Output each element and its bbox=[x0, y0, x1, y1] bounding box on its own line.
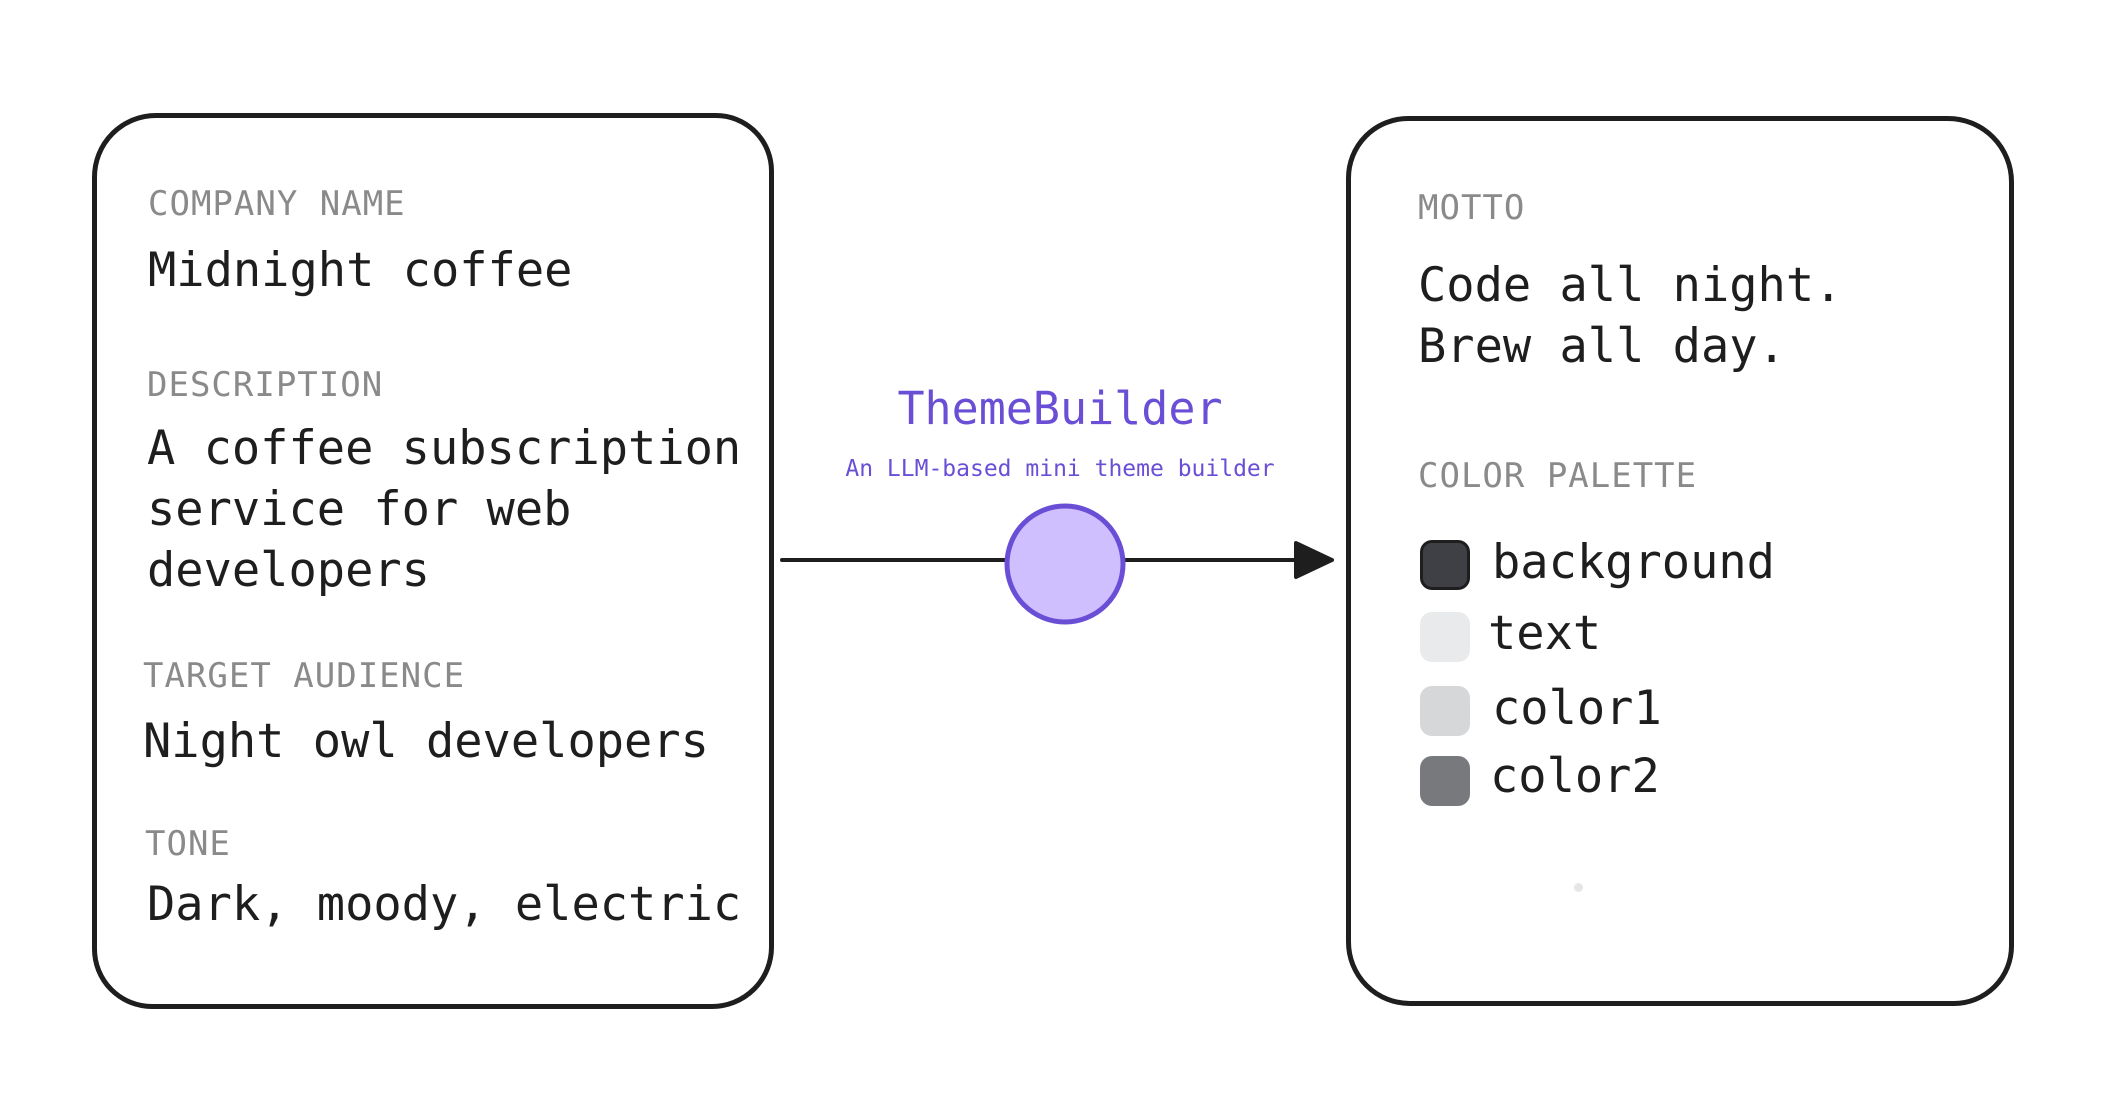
background-color-swatch bbox=[1420, 540, 1470, 590]
color1-swatch bbox=[1420, 686, 1470, 736]
tone-value: Dark, moody, electric bbox=[147, 877, 742, 932]
color-palette-label: COLOR PALETTE bbox=[1418, 456, 1698, 496]
company-name-value: Midnight coffee bbox=[148, 243, 573, 298]
color2-label: color2 bbox=[1490, 749, 1660, 804]
processor-title: ThemeBuilder bbox=[897, 382, 1223, 435]
description-label: DESCRIPTION bbox=[147, 365, 384, 405]
target-audience-label: TARGET AUDIENCE bbox=[143, 656, 466, 696]
text-color-swatch bbox=[1420, 612, 1470, 662]
input-card bbox=[92, 113, 774, 1009]
company-name-label: COMPANY NAME bbox=[148, 184, 406, 224]
text-color-label: text bbox=[1488, 606, 1602, 661]
tone-label: TONE bbox=[145, 824, 231, 864]
arrowhead-icon bbox=[1294, 541, 1334, 579]
color1-label: color1 bbox=[1492, 681, 1662, 736]
motto-label: MOTTO bbox=[1418, 188, 1526, 228]
color2-swatch bbox=[1420, 756, 1470, 806]
target-audience-value: Night owl developers bbox=[143, 714, 709, 769]
theme-builder-node bbox=[1004, 503, 1126, 625]
decorative-dot bbox=[1574, 883, 1583, 892]
background-color-label: background bbox=[1492, 535, 1775, 590]
motto-value: Code all night. Brew all day. bbox=[1418, 258, 1843, 374]
description-value: A coffee subscription service for web de… bbox=[147, 421, 742, 598]
processor-subtitle: An LLM-based mini theme builder bbox=[845, 456, 1275, 482]
